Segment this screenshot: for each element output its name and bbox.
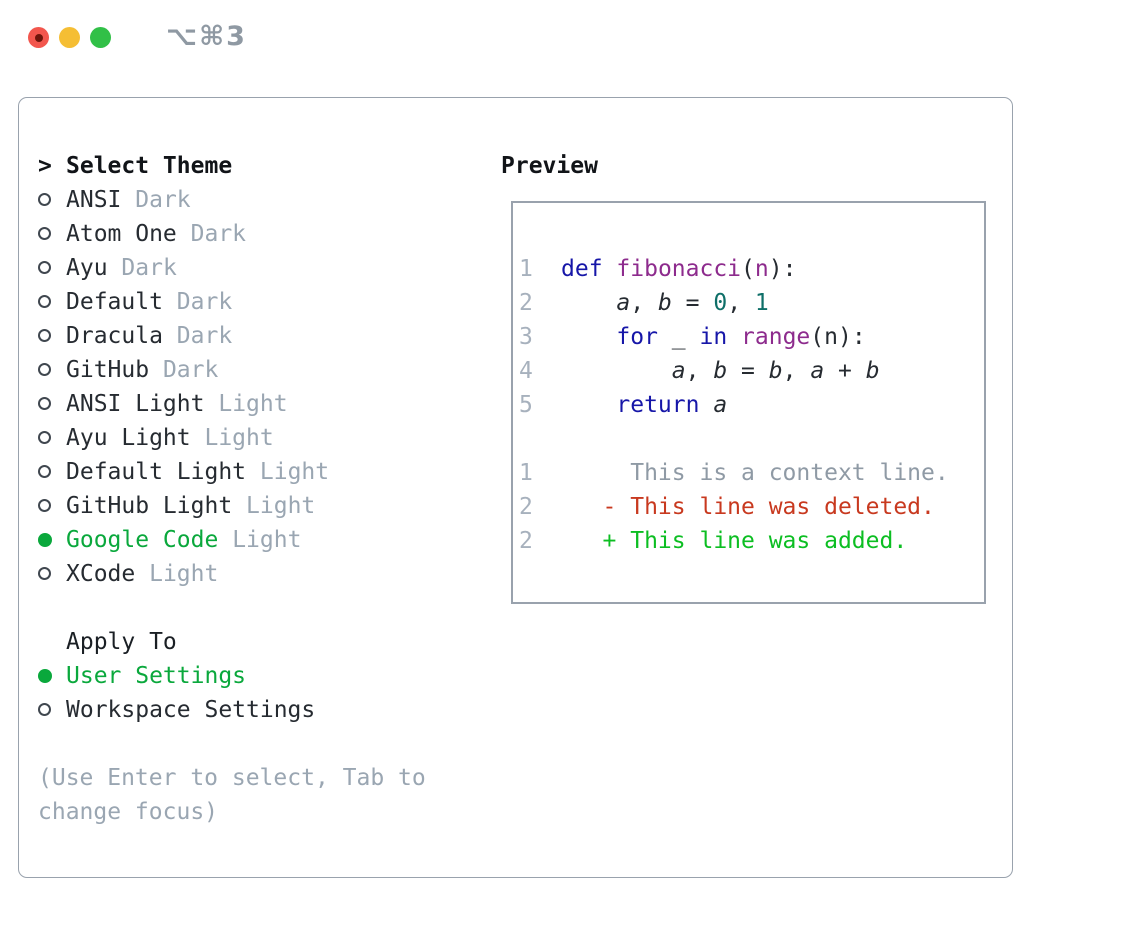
radio-unselected-icon (38, 557, 66, 591)
line-number: 2 (519, 290, 533, 316)
theme-variant-label: Light (259, 459, 330, 485)
preview-code-line: 3 for _ in range(n): (519, 320, 984, 354)
line-number: 2 (519, 528, 533, 554)
apply-option-label: Workspace Settings (66, 697, 316, 723)
theme-variant-label: Dark (190, 221, 247, 247)
preview-code-line (519, 422, 984, 456)
line-number: 2 (519, 494, 533, 520)
apply-option-workspace-settings[interactable]: Workspace Settings (38, 693, 480, 727)
theme-name: Ayu Light (66, 425, 191, 451)
radio-unselected-icon (38, 183, 66, 217)
theme-name: Google Code (66, 527, 219, 553)
preview-code-line: 2 - This line was deleted. (519, 490, 984, 524)
radio-unselected-icon (38, 251, 66, 285)
radio-unselected-icon (38, 285, 66, 319)
preview-code-line: 2 + This line was added. (519, 524, 984, 558)
theme-option-ansi-dark[interactable]: ANSI Dark (38, 183, 480, 217)
radio-unselected-icon (38, 421, 66, 455)
theme-option-dracula-dark[interactable]: Dracula Dark (38, 319, 480, 353)
radio-unselected-icon (38, 319, 66, 353)
selection-cursor: > (38, 153, 52, 179)
radio-unselected-icon (38, 353, 66, 387)
close-button-dot (34, 33, 43, 42)
theme-option-atom-one-dark[interactable]: Atom One Dark (38, 217, 480, 251)
apply-to-header: Apply To (38, 625, 480, 659)
theme-option-ansi-light-light[interactable]: ANSI Light Light (38, 387, 480, 421)
radio-unselected-icon (38, 455, 66, 489)
keyboard-hint-text: (Use Enter to select, Tab to change focu… (38, 765, 426, 825)
line-number: 5 (519, 392, 533, 418)
theme-name: GitHub Light (66, 493, 233, 519)
radio-selected-icon (38, 523, 66, 557)
theme-name: ANSI Light (66, 391, 205, 417)
title-bar: ⌥⌘3 (0, 0, 1140, 97)
theme-name: Atom One (66, 221, 177, 247)
line-number: 1 (519, 256, 533, 282)
theme-name: Ayu (66, 255, 108, 281)
theme-variant-label: Dark (162, 357, 219, 383)
line-number: 3 (519, 324, 533, 350)
theme-option-default-dark[interactable]: Default Dark (38, 285, 480, 319)
theme-variant-label: Light (246, 493, 316, 519)
preview-code-line: 5 return a (519, 388, 984, 422)
theme-option-google-code-light[interactable]: Google Code Light (38, 523, 480, 557)
theme-variant-label: Dark (135, 187, 191, 213)
preview-code-line: 4 a, b = b, a + b (519, 354, 984, 388)
line-number: 4 (519, 358, 533, 384)
apply-to-title: Apply To (66, 629, 177, 655)
theme-variant-label: Light (204, 425, 274, 451)
theme-name: Default Light (66, 459, 247, 485)
theme-name: ANSI (66, 187, 122, 213)
theme-variant-label: Light (218, 391, 288, 417)
theme-name: Default (66, 289, 163, 315)
radio-selected-icon (38, 659, 66, 693)
window-title-shortcut: ⌥⌘3 (166, 21, 247, 52)
theme-option-xcode-light[interactable]: XCode Light (38, 557, 480, 591)
select-theme-title: Select Theme (66, 153, 233, 179)
radio-unselected-icon (38, 387, 66, 421)
theme-name: GitHub (66, 357, 150, 383)
apply-option-label: User Settings (66, 663, 247, 689)
theme-option-ayu-light-light[interactable]: Ayu Light Light (38, 421, 480, 455)
preview-code-line: 2 a, b = 0, 1 (519, 286, 984, 320)
theme-variant-label: Dark (176, 323, 233, 349)
spacer (38, 591, 480, 625)
preview-title: Preview (501, 153, 598, 179)
theme-variant-label: Dark (176, 289, 233, 315)
theme-option-ayu-dark[interactable]: Ayu Dark (38, 251, 480, 285)
theme-option-default-light-light[interactable]: Default Light Light (38, 455, 480, 489)
close-button-icon[interactable] (28, 27, 49, 48)
theme-name: Dracula (66, 323, 163, 349)
theme-variant-label: Dark (121, 255, 177, 281)
apply-option-user-settings[interactable]: User Settings (38, 659, 480, 693)
theme-variant-label: Light (232, 527, 302, 553)
zoom-button-icon[interactable] (90, 27, 111, 48)
theme-option-github-dark[interactable]: GitHub Dark (38, 353, 480, 387)
line-number: 1 (519, 460, 533, 486)
select-theme-header: > Select Theme (38, 149, 480, 183)
theme-variant-label: Light (149, 561, 219, 587)
minimize-button-icon[interactable] (59, 27, 80, 48)
radio-unselected-icon (38, 489, 66, 523)
preview-code-line: 1 This is a context line. (519, 456, 984, 490)
spacer (38, 727, 480, 761)
theme-option-github-light-light[interactable]: GitHub Light Light (38, 489, 480, 523)
theme-name: XCode (66, 561, 136, 587)
radio-unselected-icon (38, 217, 66, 251)
radio-unselected-icon (38, 693, 66, 727)
